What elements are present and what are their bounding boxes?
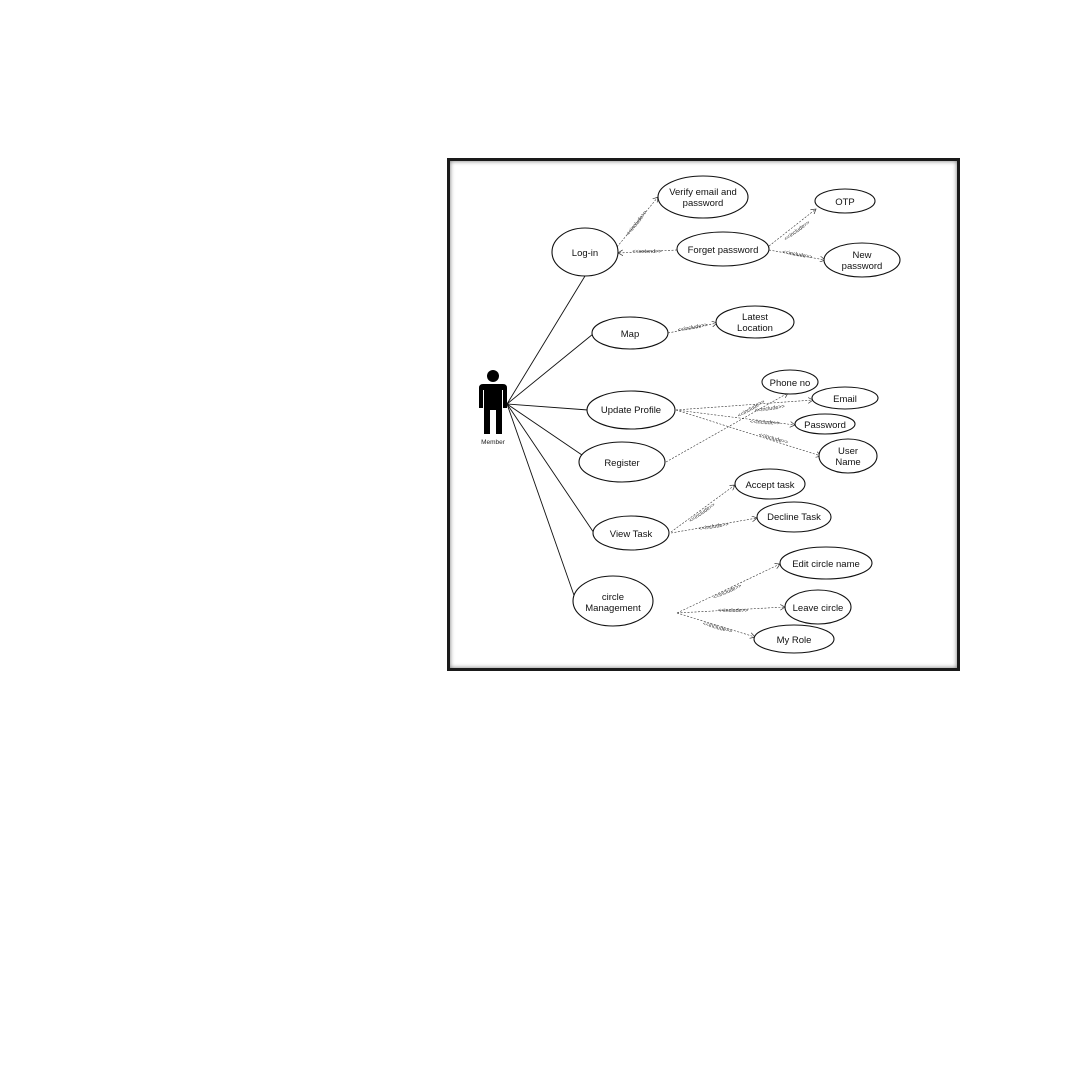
use-case-latest-location: Latest Location (715, 305, 795, 339)
use-case-leave-circle: Leave circle (784, 589, 852, 625)
stereo-login-verify: <<include>> (626, 210, 649, 238)
use-case-decline-task: Decline Task (756, 501, 832, 533)
use-case-register: Register (578, 441, 666, 483)
use-case-circle-management: circle Management (572, 575, 654, 627)
use-case-label: Edit circle name (792, 559, 860, 570)
actor-label: Member (481, 439, 506, 446)
use-case-label: Leave circle (793, 603, 844, 614)
use-case-verify-email-password: Verify email and password (657, 175, 749, 219)
member-actor: Member (479, 370, 507, 446)
use-case-label: Update Profile (601, 405, 661, 416)
use-case-password: Password (794, 413, 856, 435)
use-case-label: Email (833, 394, 857, 405)
use-case-map: Map (591, 316, 669, 350)
use-case-my-role: My Role (753, 624, 835, 654)
stereo-circle-leave: <<include>> (718, 608, 748, 614)
stereo-map-latest: <<include>> (677, 322, 708, 333)
stereo-forget-login: <<extend>> (632, 249, 661, 255)
dep-circle-myrole (676, 612, 755, 637)
use-case-label: Verify email and (669, 187, 737, 198)
use-case-label: View Task (610, 529, 653, 540)
use-case-label: Register (604, 458, 639, 469)
dep-forget-otp (768, 209, 816, 247)
use-case-phone-no: Phone no (761, 369, 819, 395)
stereo-viewtask-decline: <<include>> (698, 522, 729, 533)
use-case-label: OTP (835, 197, 855, 208)
use-case-label: Forget password (688, 245, 759, 256)
dep-update-email (675, 400, 813, 411)
use-case-label: Accept task (745, 480, 794, 491)
use-case-login: Log-in (551, 227, 619, 277)
assoc-update-profile (506, 403, 589, 411)
use-case-label: Password (804, 420, 846, 431)
use-case-email: Email (811, 386, 879, 410)
stereo-forget-newpw: <<include>> (782, 249, 813, 260)
dep-map-latest (667, 323, 717, 334)
dep-update-password (675, 409, 795, 425)
use-case-label: New (852, 250, 871, 261)
use-case-label: Map (621, 329, 639, 340)
use-case-label: password (842, 261, 883, 272)
use-case-label: Decline Task (767, 512, 821, 523)
dep-update-username (675, 409, 821, 456)
use-case-label: Name (835, 457, 860, 468)
assoc-map (506, 333, 594, 405)
use-case-label: circle (602, 592, 624, 603)
use-case-otp: OTP (814, 188, 876, 214)
dep-forget-login (618, 249, 678, 253)
use-case-update-profile: Update Profile (586, 390, 676, 430)
use-case-forget-password: Forget password (676, 231, 770, 267)
dep-forget-newpw (768, 249, 825, 260)
associations (506, 275, 595, 602)
stereo-circle-myrole: <<include>> (702, 621, 733, 635)
use-case-label: Location (737, 323, 773, 334)
assoc-register (506, 403, 583, 456)
assoc-view-task (506, 403, 595, 534)
use-case-accept-task: Accept task (734, 468, 806, 500)
use-case-label: password (683, 198, 724, 209)
dep-login-verify (616, 197, 658, 248)
use-case-new-password: New password (823, 242, 901, 278)
use-case-user-name: User Name (818, 438, 878, 474)
use-case-label: User (838, 446, 858, 457)
dep-register-phone (665, 393, 788, 463)
use-case-label: My Role (777, 635, 812, 646)
actor-head-icon (487, 370, 499, 382)
use-case-view-task: View Task (592, 515, 670, 551)
assoc-circle-management (506, 403, 577, 602)
stereo-circle-edit: <<include>> (713, 583, 743, 601)
stereo-update-password: <<include>> (750, 419, 781, 427)
use-case-label: Latest (742, 312, 768, 323)
dep-circle-edit (676, 564, 780, 614)
assoc-login (506, 275, 586, 405)
actor-body-icon (479, 384, 507, 434)
dep-circle-leave (676, 607, 785, 614)
dep-viewtask-decline (670, 518, 757, 534)
stereo-viewtask-accept: <<include>> (688, 502, 716, 524)
use-case-label: Phone no (770, 378, 811, 389)
use-case-label: Log-in (572, 248, 598, 259)
use-case-label: Management (585, 603, 641, 614)
stereo-update-username: <<include>> (758, 432, 789, 446)
dep-viewtask-accept (670, 485, 735, 533)
use-case-edit-circle-name: Edit circle name (779, 546, 873, 580)
stereo-update-email: <<include>> (754, 404, 785, 414)
